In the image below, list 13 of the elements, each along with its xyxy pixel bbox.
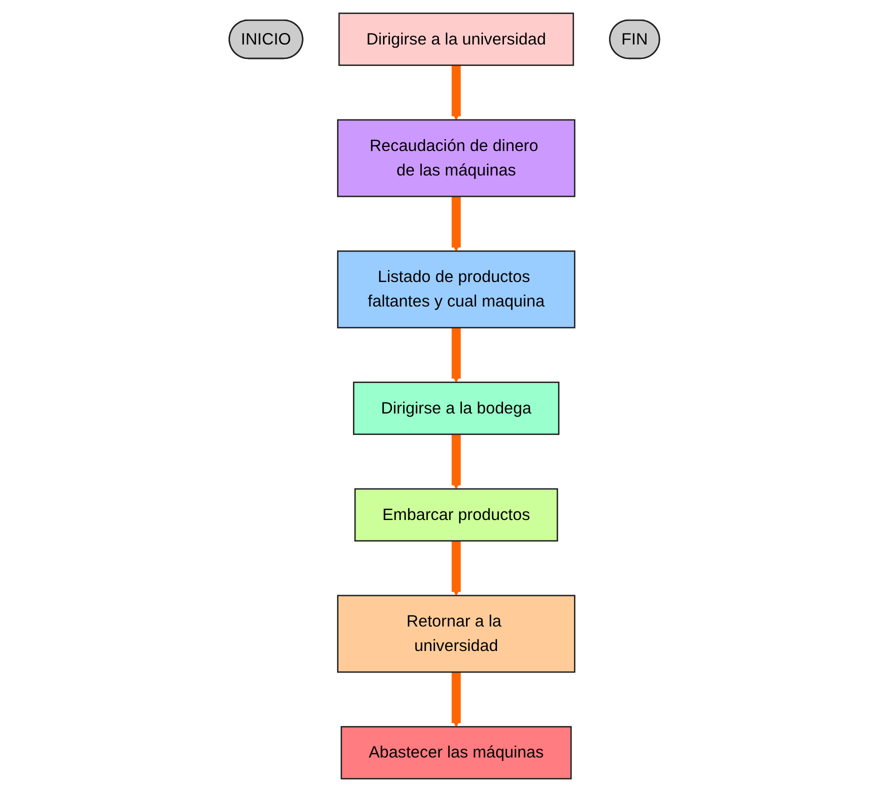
node-box: Embarcar productos: [354, 488, 558, 542]
arrow: [451, 540, 460, 596]
node-box: Dirigirse a la universidad: [338, 12, 574, 66]
node-box: Recaudación de dinero de las máquinas: [336, 118, 575, 197]
arrow: [451, 672, 460, 727]
arrow: [451, 196, 460, 251]
node-box: Dirigirse a la bodega: [352, 381, 560, 434]
arrow: [451, 64, 460, 120]
node-box: Listado de productos faltantes y cual maquina: [336, 250, 575, 328]
arrow: [451, 434, 460, 489]
node-box: Abastecer las máquinas: [340, 726, 572, 779]
node-box: Retornar a la universidad: [336, 594, 575, 672]
arrow: [451, 327, 460, 382]
